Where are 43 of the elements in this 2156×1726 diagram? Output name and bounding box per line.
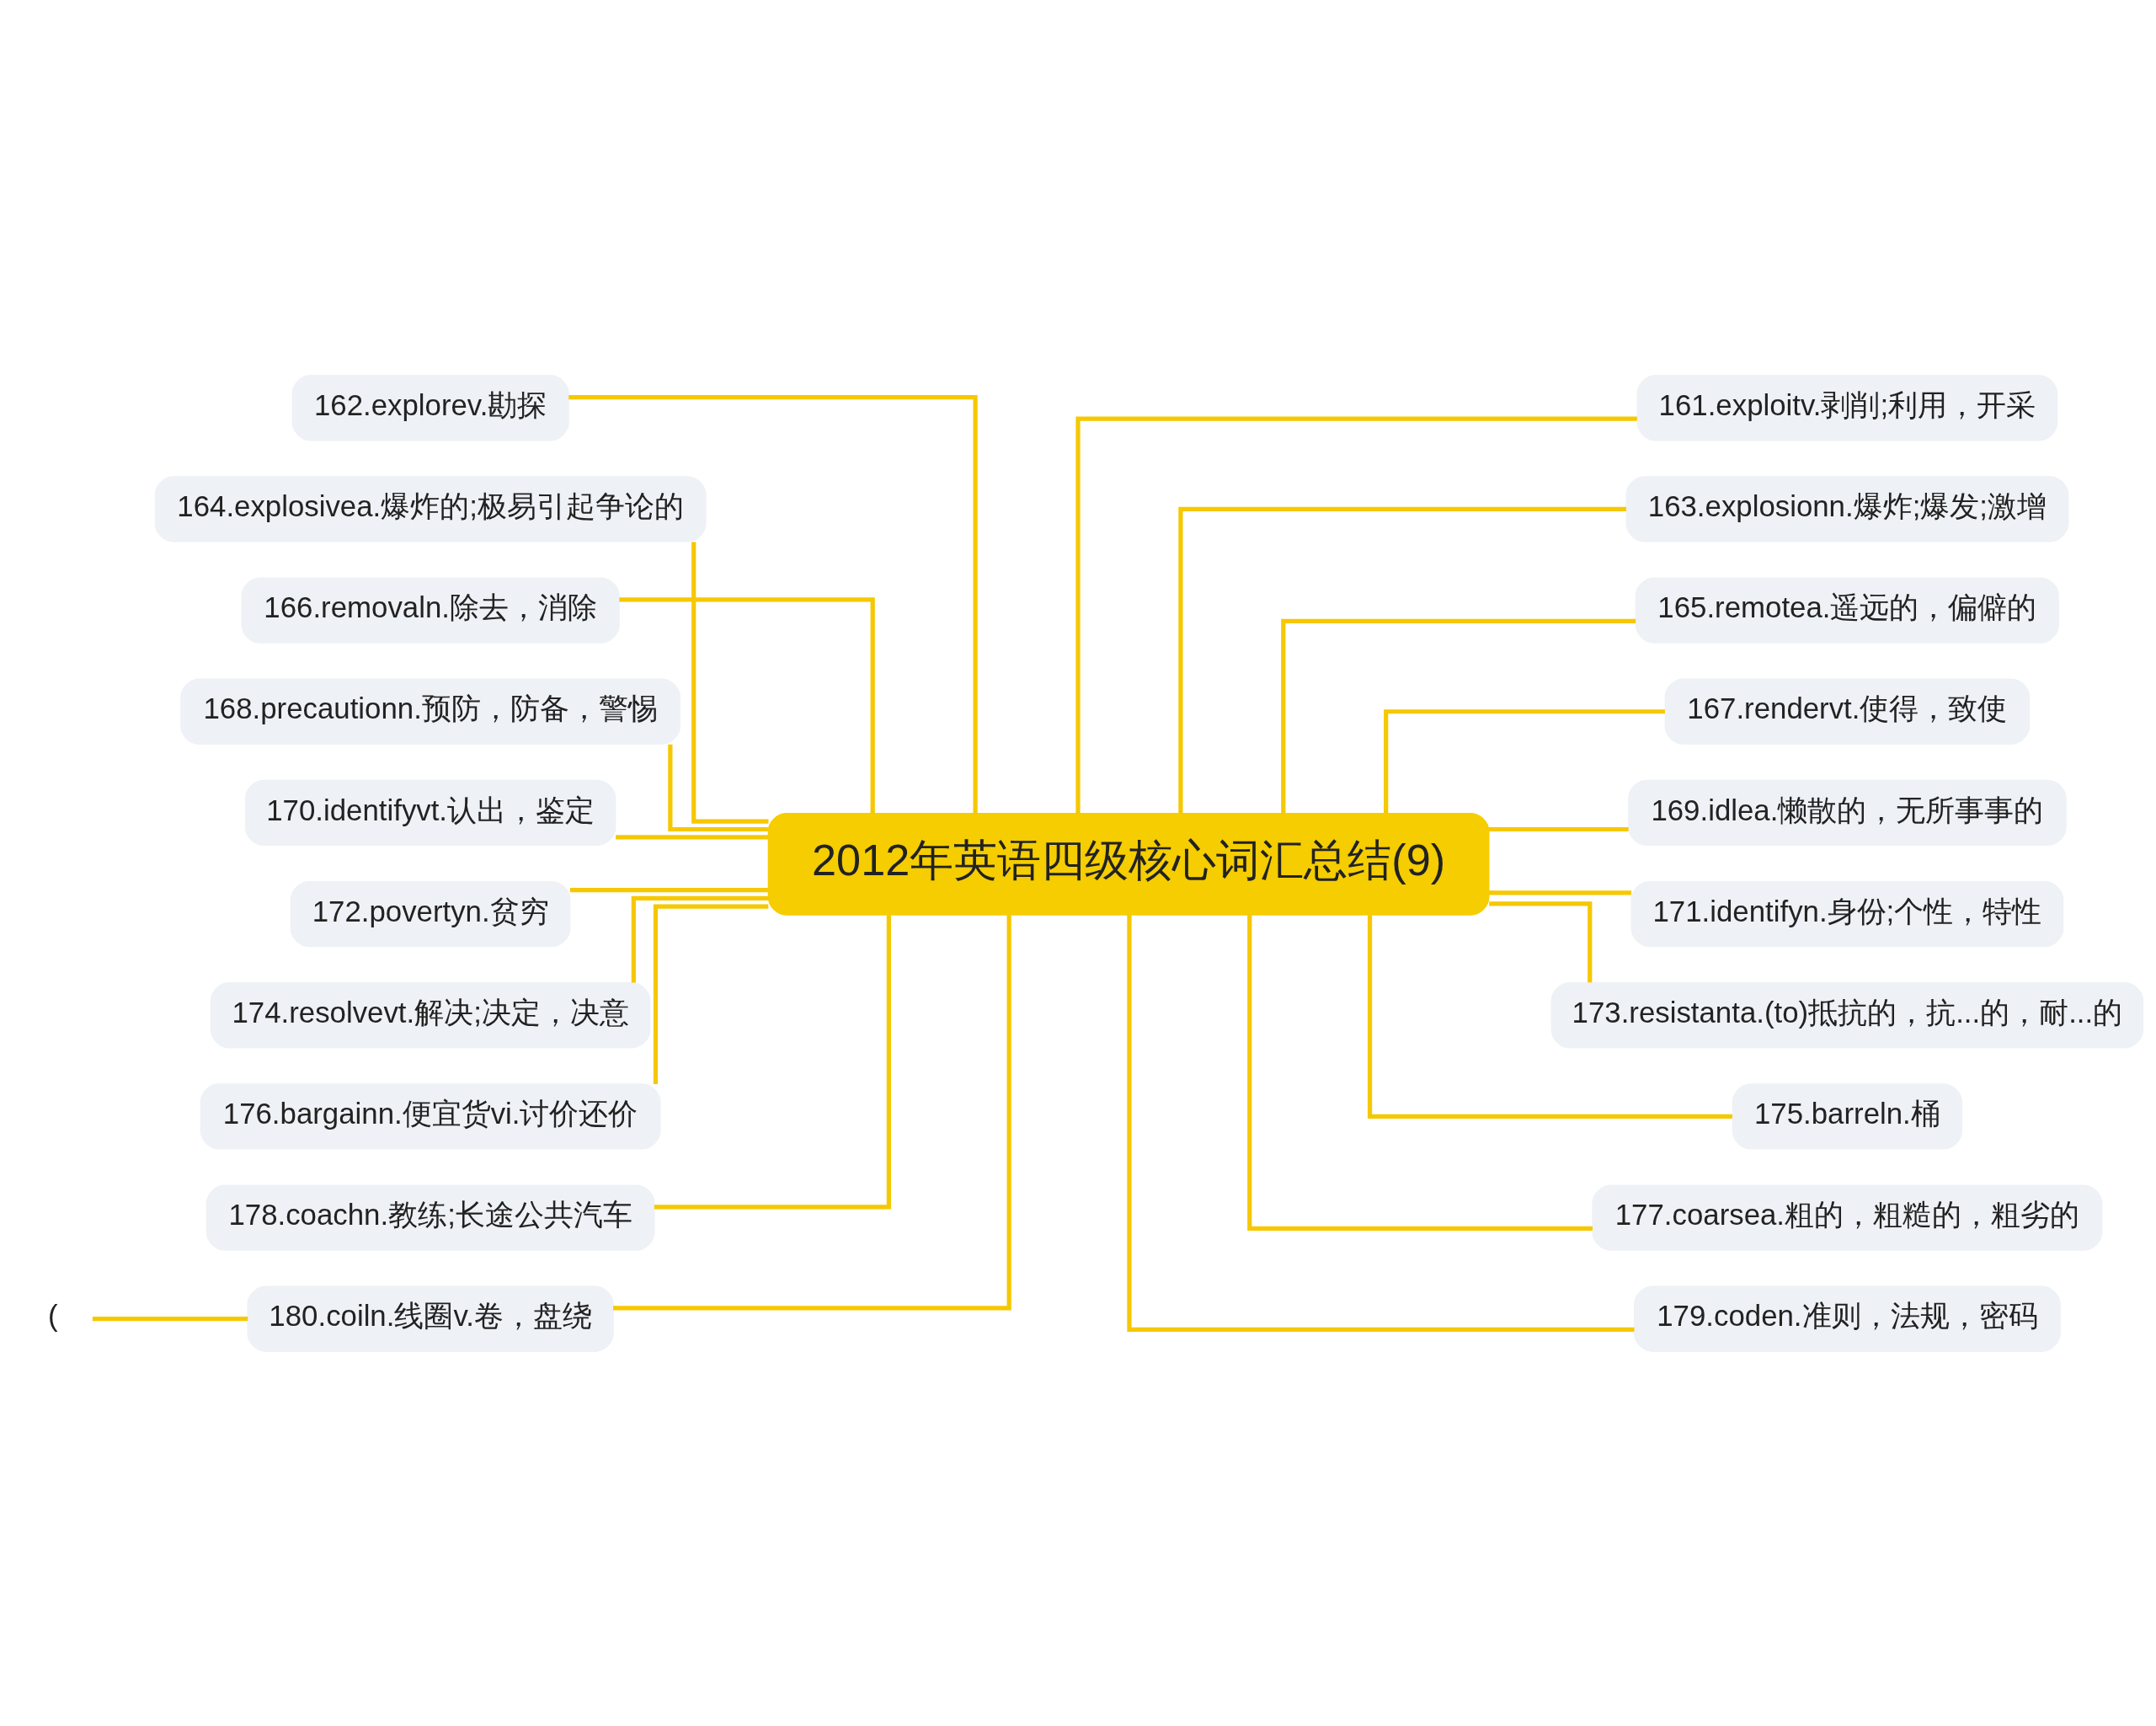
- connector: [569, 887, 768, 892]
- node-box: 163.explosionn.爆炸;爆发;激增: [1625, 475, 2069, 542]
- connector: [1178, 506, 1626, 813]
- connector: [654, 914, 891, 1209]
- connector: [613, 914, 1011, 1311]
- node-box: 178.coachn.教练;长途公共汽车: [205, 1184, 655, 1251]
- node-box: 177.coarsea.粗的，粗糙的，粗劣的: [1592, 1184, 2103, 1251]
- connector: [1489, 890, 1632, 895]
- node-box: 179.coden.准则，法规，密码: [1634, 1285, 2061, 1352]
- connector: [1127, 914, 1635, 1332]
- node-box: 162.explorev.勘探: [291, 374, 569, 441]
- node-box: 168.precautionn.预防，防备，警惕: [180, 678, 681, 745]
- node-box: 175.barreln.桶: [1732, 1082, 1963, 1150]
- node-box: 170.identifyvt.认出，鉴定: [244, 779, 616, 846]
- connector: [1281, 618, 1636, 813]
- connector: [653, 904, 769, 1084]
- connector: [616, 834, 769, 839]
- node-box: 2012年英语四级核心词汇总结(9): [767, 812, 1490, 916]
- node-box: 165.remotea.遥远的，偏僻的: [1635, 576, 2060, 644]
- node-box: 169.idlea.懒散的，无所事事的: [1628, 779, 2067, 846]
- node-box: 166.removaln.除去，消除: [241, 576, 620, 644]
- connector: [92, 1316, 248, 1321]
- connector: [1247, 914, 1593, 1231]
- node-box: 176.bargainn.便宜货vi.讨价还价: [200, 1082, 661, 1150]
- connector: [1489, 826, 1629, 831]
- connector: [619, 596, 875, 813]
- connector: [1384, 708, 1665, 814]
- connector: [668, 744, 768, 831]
- connector: [691, 541, 769, 824]
- node-box: 174.resolvevt.解决;决定，决意: [210, 981, 651, 1048]
- connector: [568, 394, 978, 813]
- node-box: 164.explosivea.爆炸的;极易引起争论的: [154, 475, 707, 542]
- node-box: 173.resistanta.(to)抵抗的，抗...的，耐...的: [1550, 981, 2144, 1048]
- node-box: 161.exploitv.剥削;利用，开采: [1636, 374, 2058, 441]
- connector: [1367, 915, 1732, 1119]
- node-text: (: [47, 1298, 58, 1332]
- node-box: 167.rendervt.使得，致使: [1664, 678, 2031, 745]
- node-box: 171.identifyn.身份;个性，特性: [1630, 880, 2064, 947]
- node-box: 180.coiln.线圈v.卷，盘绕: [247, 1285, 614, 1352]
- node-box: 172.povertyn.贫穷: [290, 880, 571, 947]
- connector: [631, 895, 769, 983]
- connector: [1489, 900, 1593, 982]
- connector: [1075, 415, 1637, 814]
